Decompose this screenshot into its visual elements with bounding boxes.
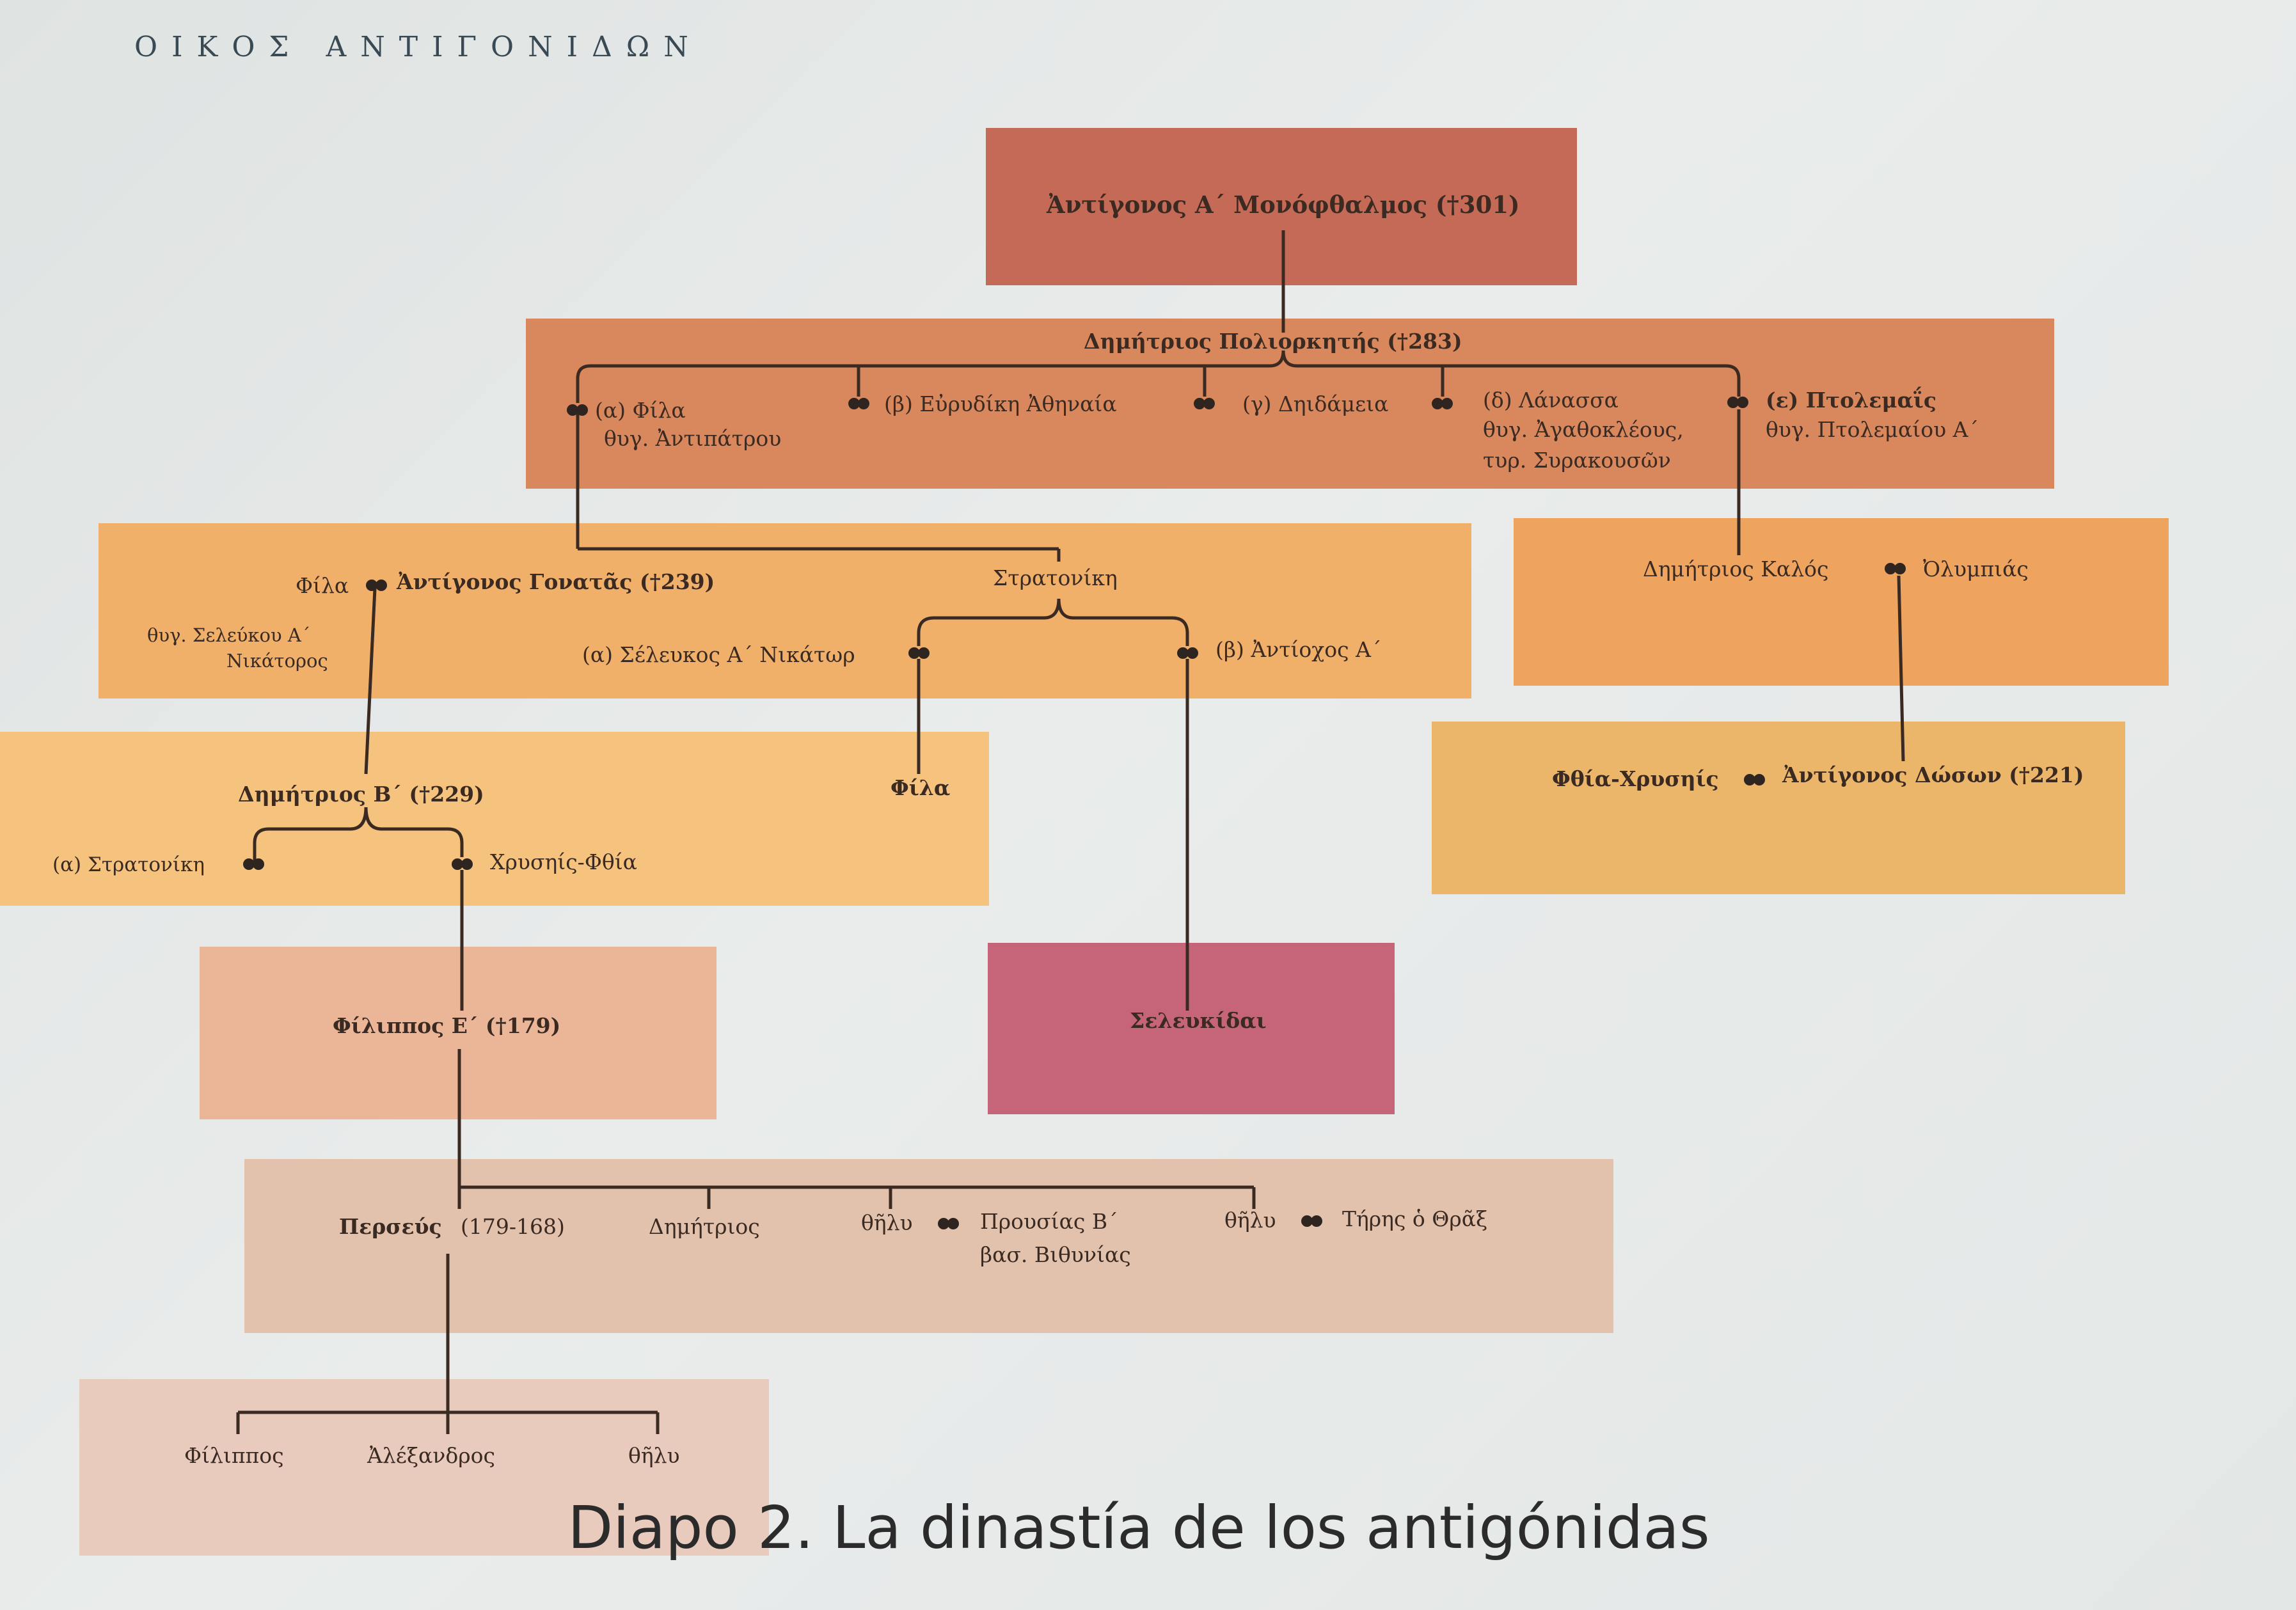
node-prusias-name: Προυσίας Β΄	[980, 1209, 1118, 1234]
marriage-icon	[908, 647, 930, 659]
node-alexander-son: Ἀλέξανδρος	[367, 1443, 495, 1468]
marriage-icon	[1744, 774, 1766, 785]
box-demetrius-ii	[0, 732, 989, 906]
node-antigonus-i: Ἀντίγονος Α΄ Μονόφθαλμος (†301)	[1047, 191, 1520, 219]
box-demetrius-i	[526, 319, 2054, 489]
marriage-icon	[452, 858, 473, 870]
chart-heading: ΟΙΚΟΣ ΑΝΤΙΓΟΝΙΔΩΝ	[134, 31, 702, 63]
marriage-icon	[1432, 398, 1453, 409]
node-seleucids: Σελευκίδαι	[1130, 1008, 1267, 1033]
node-antigonus-ii: Ἀντίγονος Γονατᾶς (†239)	[397, 569, 715, 594]
node-olympias: Ὀλυμπιάς	[1923, 556, 2029, 581]
marriage-icon	[1727, 397, 1749, 408]
node-perseus-name: Περσεύς	[339, 1214, 442, 1239]
box-gonatas	[99, 523, 1471, 698]
node-stratonice: Στρατονίκη	[993, 565, 1118, 590]
node-antigonus-doson: Ἀντίγονος Δώσων (†221)	[1782, 762, 2084, 787]
node-wife-d-note2: τυρ. Συρακουσῶν	[1483, 448, 1671, 473]
box-seleucids	[988, 943, 1395, 1114]
node-daughter-2: θῆλυ	[1224, 1208, 1276, 1233]
marriage-icon	[243, 858, 265, 870]
marriage-icon	[938, 1218, 960, 1229]
node-wife-b: (β) Εὐρυδίκη Ἀθηναία	[884, 391, 1117, 416]
node-chryseis: Χρυσηίς-Φθία	[490, 849, 637, 874]
node-demetrius-i: Δημήτριος Πολιορκητής (†283)	[1084, 329, 1462, 354]
slide-caption: Diapo 2. La dinastía de los antigónidas	[567, 1494, 1710, 1562]
node-antiochus-i: (β) Ἀντίοχος Α΄	[1215, 637, 1382, 662]
marriage-icon	[1885, 563, 1906, 574]
node-phthia-chryseis: Φθία-Χρυσηίς	[1552, 766, 1719, 791]
box-antigonus-i	[986, 128, 1577, 285]
node-wife-a-note: θυγ. Ἀντιπάτρου	[604, 426, 782, 451]
marriage-icon	[366, 580, 388, 591]
node-daughter-1: θῆλυ	[861, 1210, 913, 1235]
box-last-generation	[79, 1379, 769, 1556]
marriage-icon	[567, 404, 589, 416]
node-phila-ii-note2: Νικάτορος	[226, 650, 328, 672]
node-demetrius-kalos: Δημήτριος Καλός	[1643, 556, 1829, 581]
node-stratonice-wife: (α) Στρατονίκη	[52, 853, 205, 876]
node-seleucus-i: (α) Σέλευκος Α΄ Νικάτωρ	[582, 642, 855, 667]
marriage-icon	[1177, 647, 1199, 659]
node-philip-v: Φίλιππος Ε΄ (†179)	[333, 1013, 561, 1038]
node-phila-ii: Φίλα	[296, 573, 349, 598]
node-phila-daughter: Φίλα	[891, 775, 951, 800]
node-demetrius-ii: Δημήτριος Β΄ (†229)	[238, 782, 484, 807]
node-wife-a-name: (α) Φίλα	[595, 398, 686, 423]
node-wife-c: (γ) Δηιδάμεια	[1242, 391, 1389, 416]
node-daughter-3: θῆλυ	[628, 1443, 680, 1468]
marriage-icon	[1301, 1215, 1323, 1227]
node-phila-ii-note1: θυγ. Σελεύκου Α΄	[147, 624, 311, 646]
node-wife-e-note: θυγ. Πτολεμαίου Α΄	[1766, 417, 1979, 442]
marriage-icon	[1194, 398, 1215, 409]
node-wife-d-note1: θυγ. Ἀγαθοκλέους,	[1483, 417, 1684, 442]
node-perseus-dates: (179-168)	[461, 1214, 565, 1239]
node-teres: Τήρης ὁ Θρᾶξ	[1342, 1206, 1488, 1231]
box-demetrius-kalos	[1514, 518, 2169, 686]
node-prusias-note: βασ. Βιθυνίας	[980, 1242, 1131, 1267]
node-demetrius-son: Δημήτριος	[649, 1214, 760, 1239]
node-philip-son: Φίλιππος	[184, 1443, 284, 1468]
node-wife-d-name: (δ) Λάνασσα	[1483, 388, 1619, 413]
marriage-icon	[848, 398, 870, 409]
box-doson	[1432, 722, 2125, 894]
node-wife-e-name: (ε) Πτολεμαΐς	[1766, 388, 1936, 413]
